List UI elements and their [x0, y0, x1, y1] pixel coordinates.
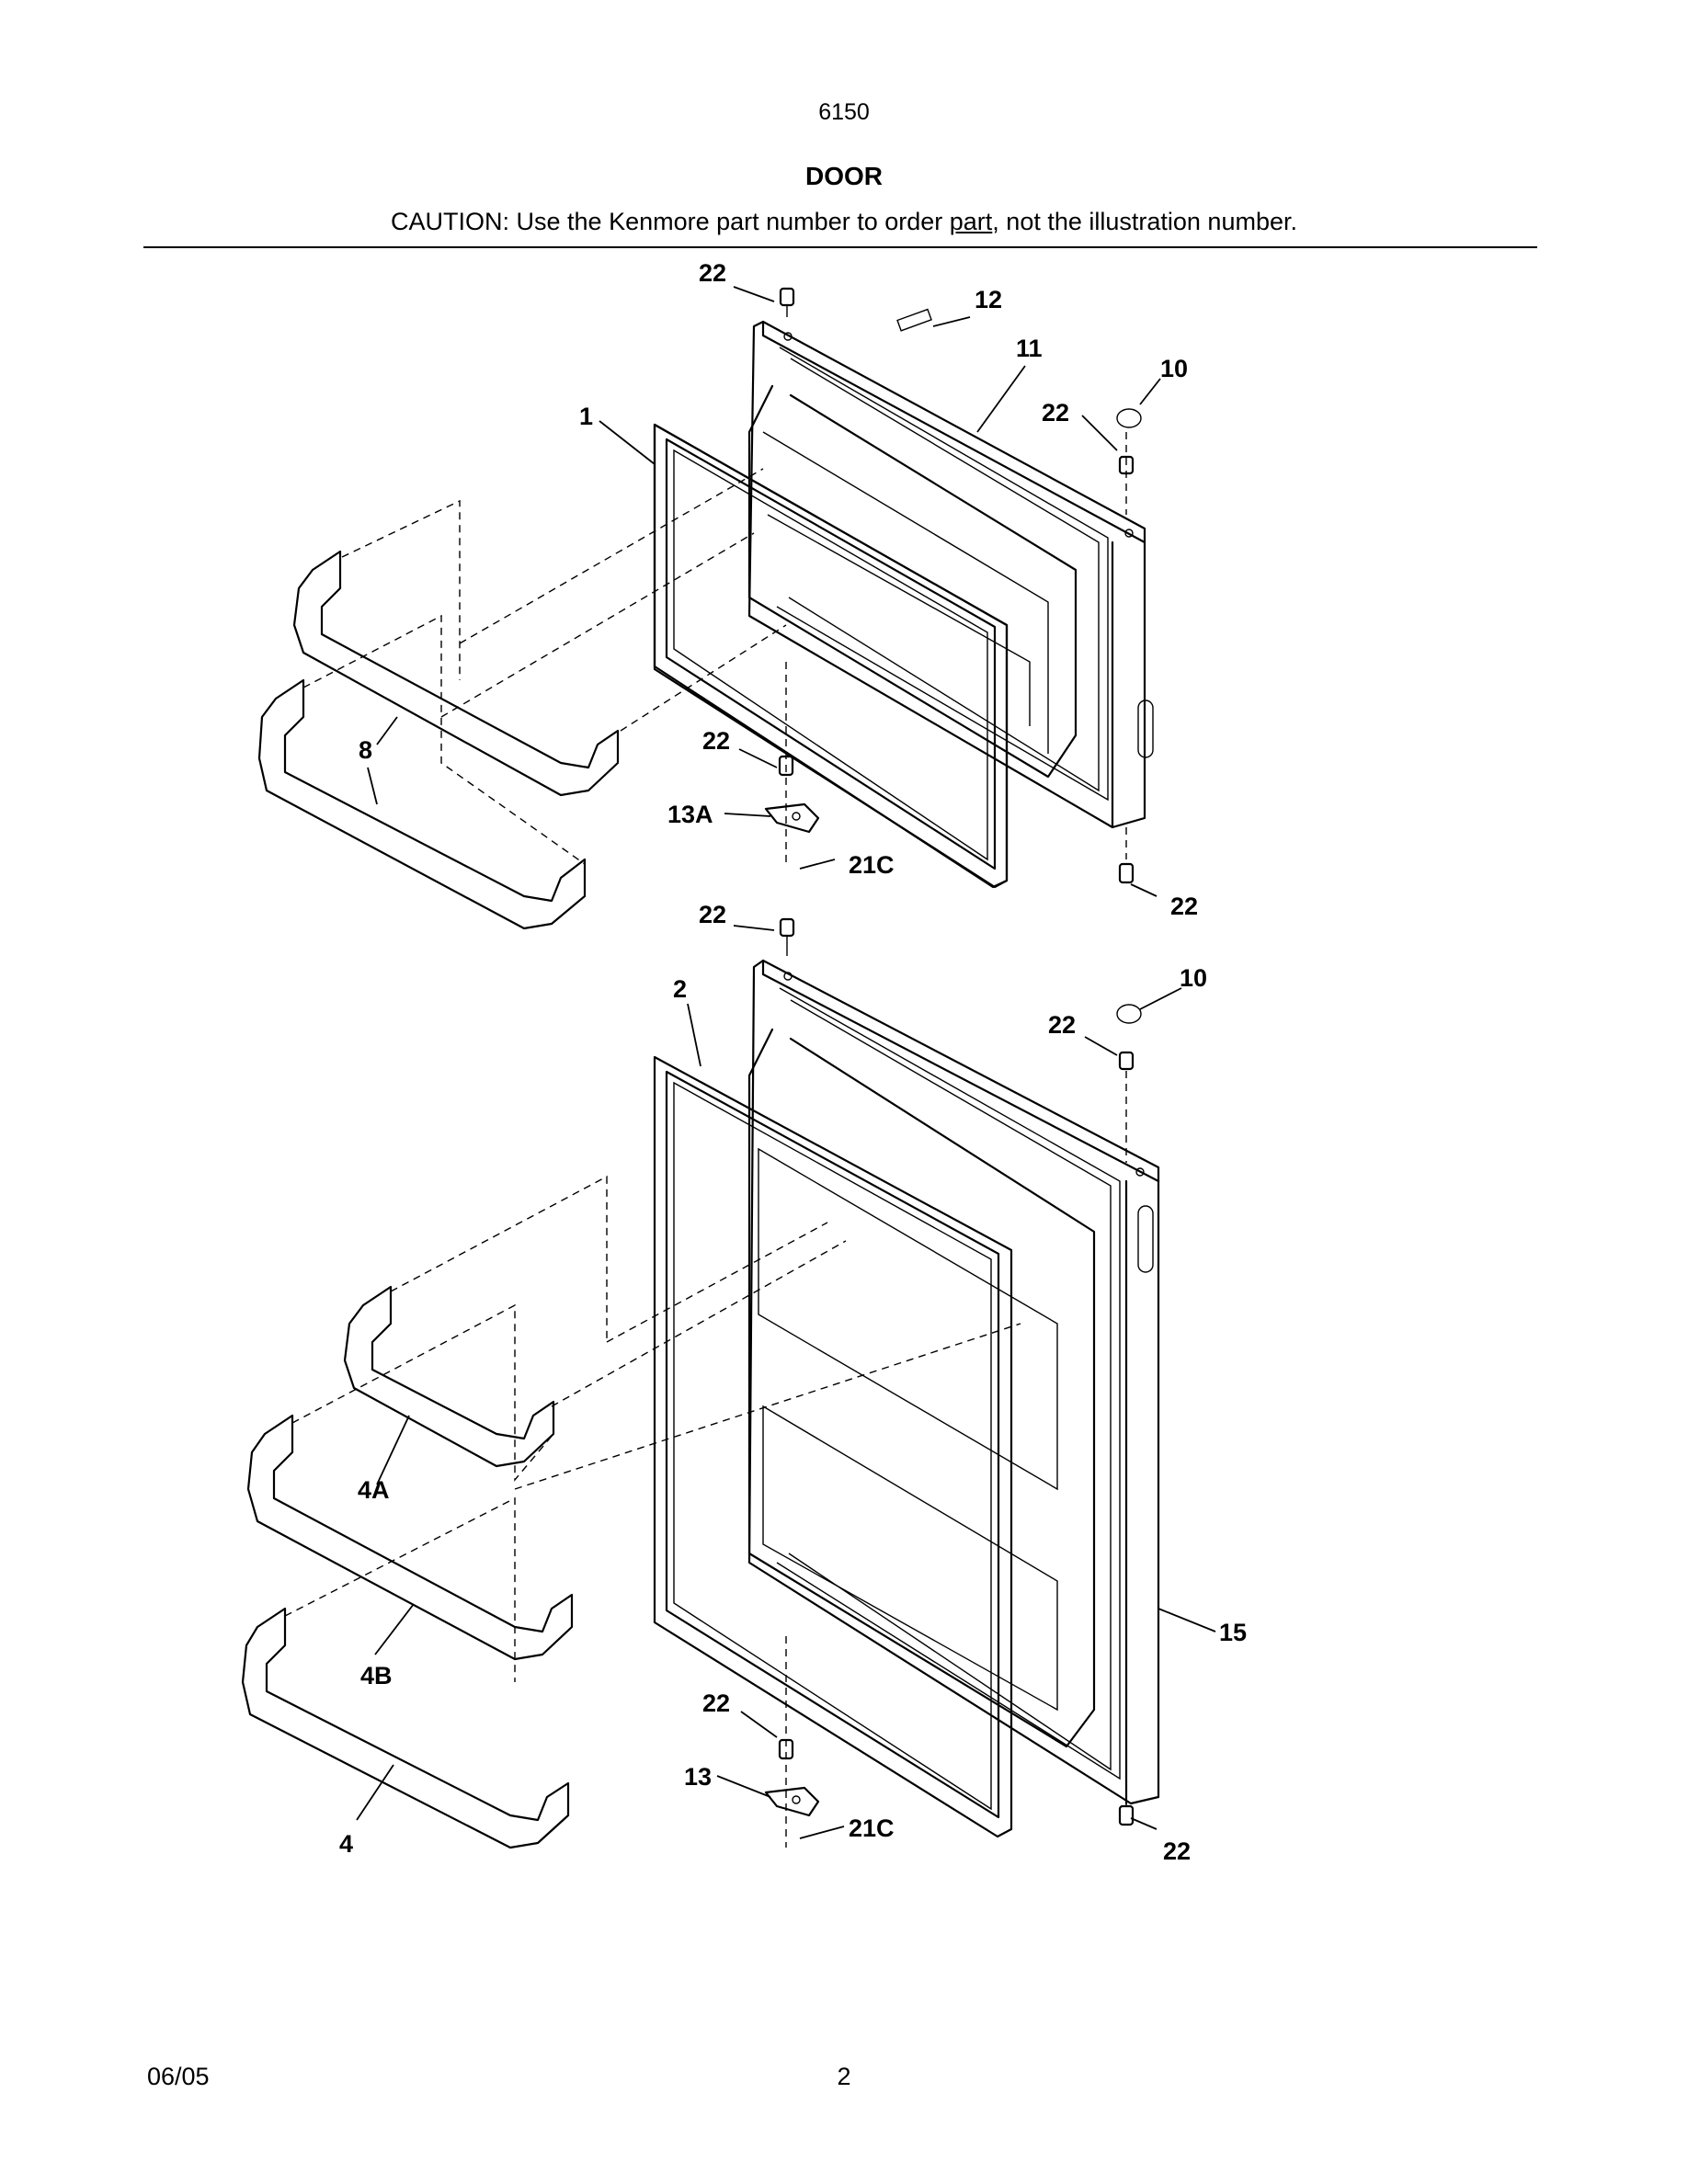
upper-screw-top-right [1118, 432, 1135, 515]
lower-door-rack-4a [343, 1285, 555, 1468]
footer-date: 06/05 [147, 2063, 210, 2090]
lower-screw-bottom-right-label: 22 [1163, 1837, 1191, 1865]
upper-screw-top-left [779, 287, 795, 317]
upper-plug-10 [1116, 408, 1142, 428]
caution-prefix: CAUTION: Use the Kenmore part number to … [391, 208, 950, 235]
upper-door-rack-8 [257, 468, 787, 930]
lower-label-21c: 21C [849, 1814, 895, 1842]
lower-screw-top-left-label: 22 [699, 901, 726, 928]
lower-label-4: 4 [339, 1830, 353, 1858]
lower-screw-top-left [779, 917, 795, 956]
lower-handle-recess [1137, 1205, 1154, 1273]
lower-label-4a: 4A [358, 1476, 390, 1504]
lower-screw-mid [778, 1636, 794, 1848]
upper-label-10: 10 [1160, 355, 1188, 382]
upper-door-assembly: 22 12 11 10 22 1 8 22 13A 21C 22 [257, 259, 1198, 930]
caution-note: CAUTION: Use the Kenmore part number to … [0, 208, 1688, 236]
lower-label-15: 15 [1219, 1619, 1247, 1646]
upper-hinge-13a [764, 802, 820, 834]
upper-label-13a: 13A [667, 801, 713, 828]
lower-screw-mid-label: 22 [702, 1689, 730, 1717]
lower-label-4b: 4B [360, 1662, 393, 1689]
page-title: DOOR [805, 162, 883, 190]
header-divider [143, 246, 1537, 248]
upper-label-11: 11 [1016, 335, 1043, 362]
exploded-door-diagram: 22 12 11 10 22 1 8 22 13A 21C 22 [241, 259, 1247, 1865]
caution-underlined-word: part [949, 208, 993, 235]
upper-label-8: 8 [359, 736, 372, 764]
lower-gasket [653, 1055, 1013, 1838]
lower-door-assembly: 22 2 10 22 4A 4B 15 22 13 4 21C 22 [241, 901, 1247, 1865]
lower-door-rack-4 [241, 1607, 570, 1849]
upper-door-panel [747, 320, 1154, 829]
lower-door-rack-4b [246, 1414, 574, 1661]
lower-label-2: 2 [673, 975, 687, 1003]
page-number: 2 [837, 2063, 851, 2090]
lower-hinge-13 [764, 1786, 820, 1817]
upper-handle-recess [1137, 700, 1154, 758]
lower-plug-10 [1116, 1004, 1142, 1024]
lower-screw-top-right-label: 22 [1048, 1011, 1076, 1039]
upper-label-12: 12 [975, 286, 1002, 313]
lower-screw-bottom-right [1118, 1803, 1135, 1826]
model-number: 6150 [818, 99, 870, 125]
upper-screw-bottom-right [1118, 827, 1135, 884]
upper-screw-top-left-label: 22 [699, 259, 726, 287]
upper-screw-top-right-label: 22 [1042, 399, 1069, 427]
lower-door-panel [747, 959, 1160, 1805]
upper-screw-mid-label: 22 [702, 727, 730, 755]
upper-label-21c: 21C [849, 851, 895, 879]
upper-screw-bottom-right-label: 22 [1170, 893, 1198, 920]
lower-label-13: 13 [684, 1763, 712, 1791]
upper-label-1: 1 [579, 403, 593, 430]
lower-label-10: 10 [1180, 964, 1207, 992]
lower-screw-top-right [1118, 1051, 1135, 1163]
upper-screw-mid [778, 662, 794, 864]
upper-trim-12 [896, 308, 932, 332]
caution-suffix: , not the illustration number. [992, 208, 1297, 235]
